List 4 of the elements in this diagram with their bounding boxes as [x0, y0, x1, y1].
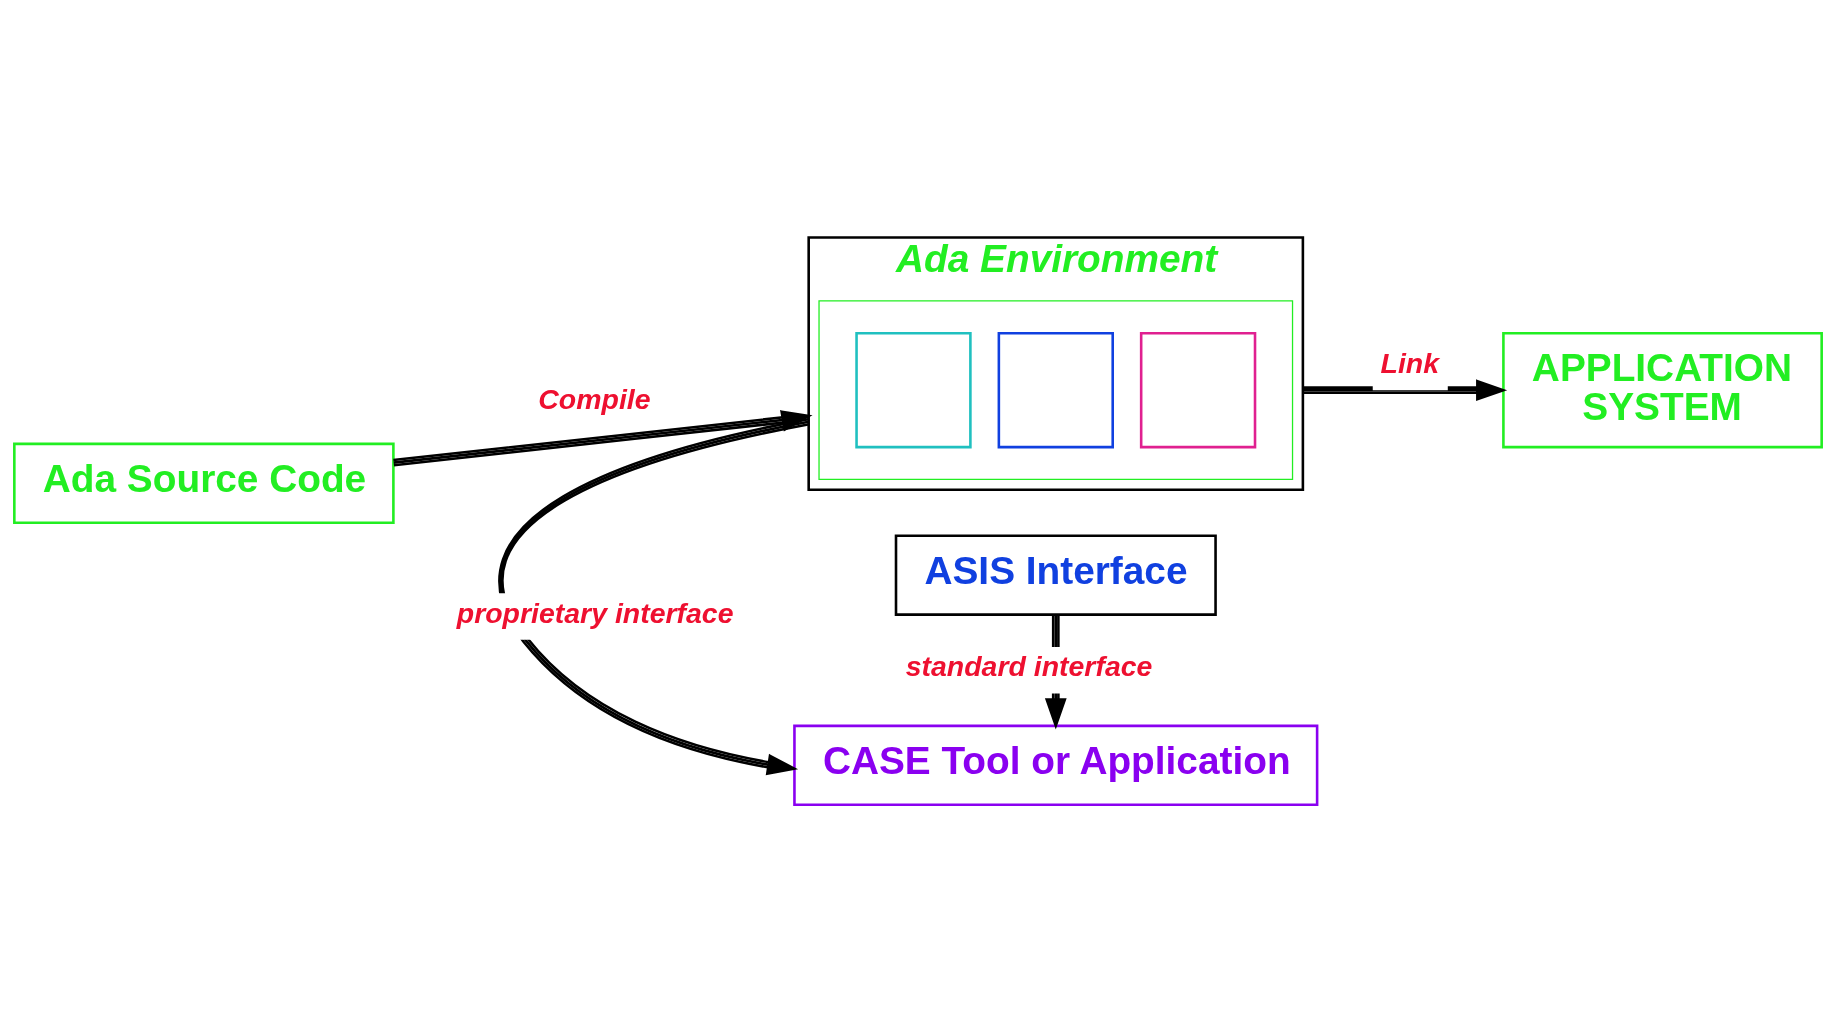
- edge-label: Compile: [538, 382, 651, 415]
- edge-label: proprietary interface: [456, 596, 734, 629]
- edge-label: standard interface: [905, 649, 1153, 682]
- edge-label: Link: [1380, 346, 1440, 379]
